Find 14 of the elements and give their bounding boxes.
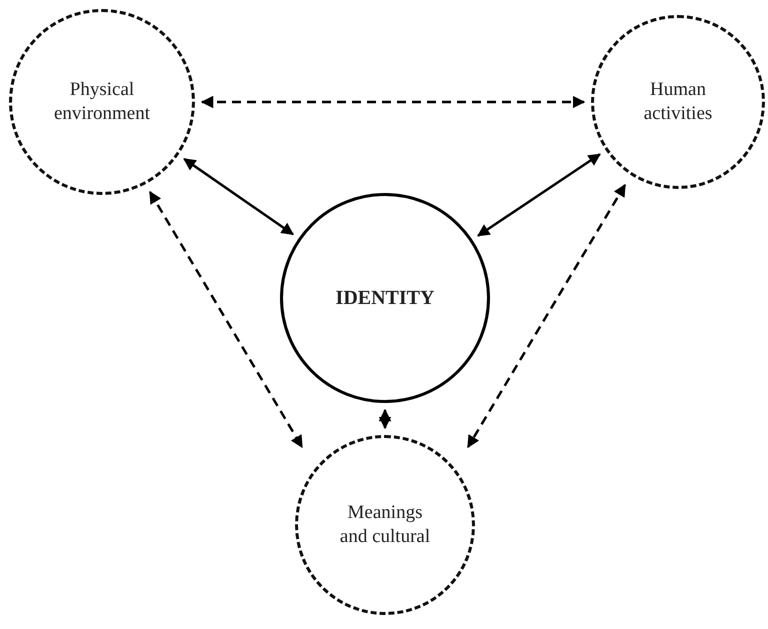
arrow: [183, 158, 294, 236]
dashed-circle: [295, 435, 475, 615]
circle-label: IDENTITY: [336, 286, 434, 310]
circle-label: Physical environment: [52, 78, 152, 126]
dashed-circle: [9, 9, 195, 195]
dashed-circle: [591, 15, 765, 189]
arrow: [466, 184, 626, 448]
circle-label: Meanings and cultural: [338, 501, 432, 549]
arrow: [378, 408, 392, 430]
arrow: [200, 96, 586, 108]
circle-label: Human activities: [642, 78, 714, 126]
central-circle: [280, 193, 490, 403]
arrow: [148, 190, 304, 448]
arrow: [477, 153, 601, 237]
